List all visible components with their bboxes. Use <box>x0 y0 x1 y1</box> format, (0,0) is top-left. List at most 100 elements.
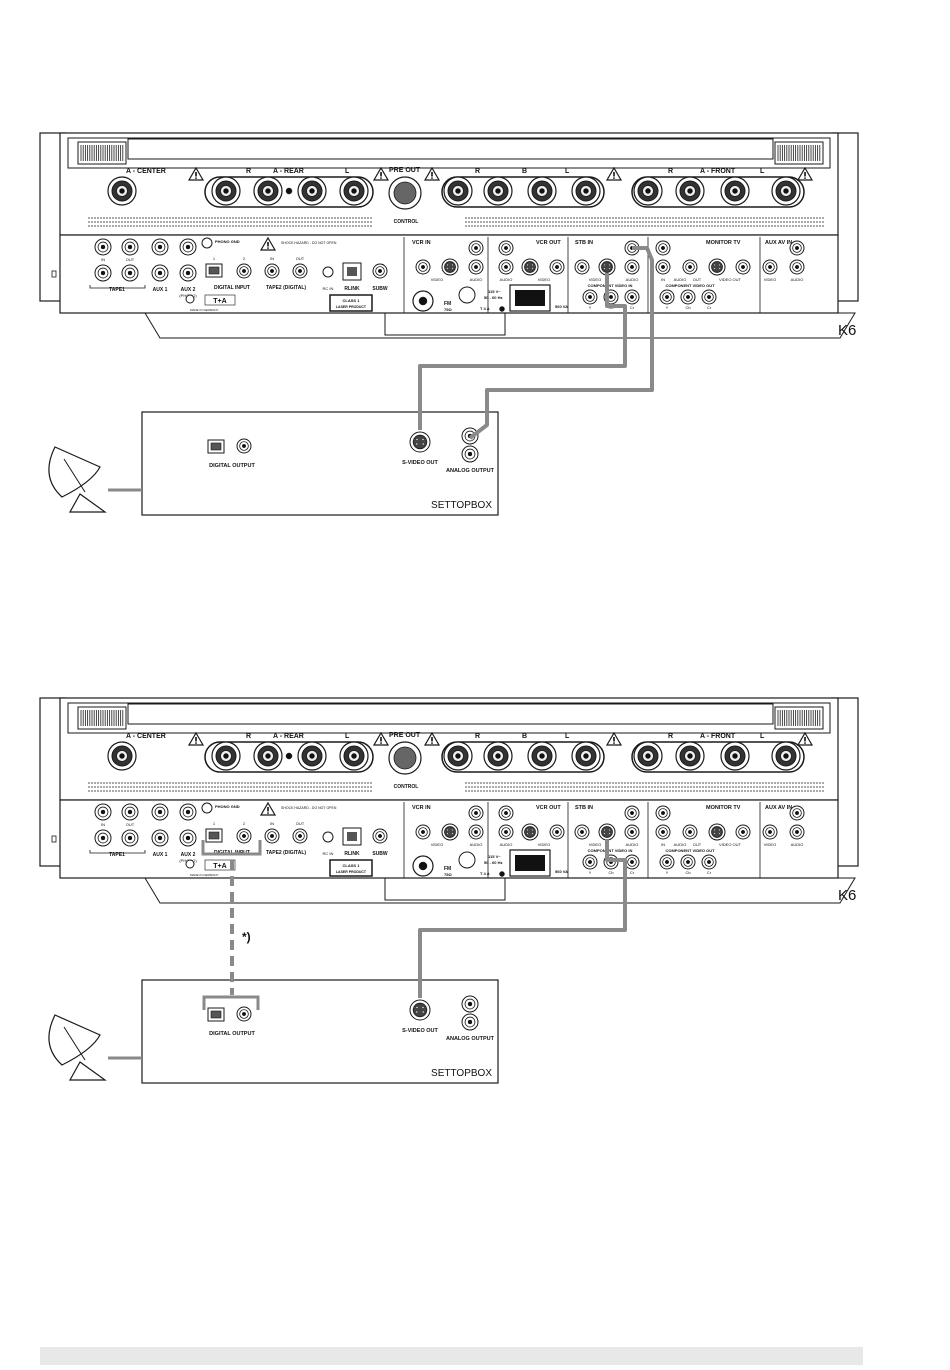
label-ohm: 75Ω <box>444 307 452 312</box>
rca-pin <box>242 834 246 838</box>
speaker-terminal-hole <box>223 753 229 759</box>
indicator-dot <box>499 871 505 877</box>
svideo-socket <box>711 261 723 273</box>
label-cin-y: Y <box>589 305 592 310</box>
label-b: B <box>522 168 527 175</box>
svideo-socket <box>601 261 613 273</box>
rca-pin <box>474 265 478 269</box>
amp-top-slot <box>127 138 774 160</box>
warning-dot <box>267 812 269 814</box>
svideo-socket <box>412 1002 428 1018</box>
label-monitor-tv: MONITOR TV <box>706 240 741 246</box>
label-front: A - FRONT <box>700 733 736 740</box>
label-digital-2: 2 <box>243 256 246 261</box>
laser-label-box <box>329 294 373 312</box>
warning-dot <box>613 177 615 179</box>
warning-mark <box>380 172 382 177</box>
label-mains-freq: 50 - 60 Hz <box>484 860 502 865</box>
fuse-holder-icon <box>458 851 476 869</box>
rca-pin <box>100 809 106 815</box>
svideo-pin <box>446 264 449 266</box>
label-tape1-out: OUT <box>126 822 135 827</box>
rca-pin <box>157 835 163 841</box>
label-front-l: L <box>760 168 765 175</box>
svideo-pin <box>421 1006 425 1009</box>
svideo-pin <box>713 267 716 270</box>
rca-pin <box>688 830 692 834</box>
indicator-dot <box>499 306 505 312</box>
rlink-socket <box>347 267 357 276</box>
label-power: 560 VA <box>555 869 568 874</box>
phono-gnd-screw-icon <box>201 237 213 249</box>
rca-pin <box>665 860 669 864</box>
svideo-pin <box>415 1006 419 1009</box>
stb-label-analog-output: ANALOG OUTPUT <box>446 468 495 474</box>
stb-label-svideo-out: S-VIDEO OUT <box>402 460 438 466</box>
rca-pin <box>100 835 106 841</box>
speaker-terminal-hole <box>687 188 693 194</box>
speaker-terminal-hole <box>309 753 315 759</box>
dish-base <box>68 493 107 513</box>
label-vcr-out-audio: AUDIO <box>500 842 513 847</box>
label-fm: FM <box>444 301 451 307</box>
label-fuse: T 4 A <box>480 306 490 311</box>
label-fuse: T 4 A <box>480 871 490 876</box>
amp-foot-center <box>384 312 506 336</box>
label-auxav-audio: AUDIO <box>791 277 804 282</box>
rca-pin <box>768 830 772 834</box>
rca-pin <box>474 830 478 834</box>
rca-pin <box>630 265 634 269</box>
amp-latch-left <box>51 270 57 278</box>
optical-port <box>208 266 220 275</box>
svideo-pin <box>415 442 418 446</box>
warning-mark <box>613 737 615 742</box>
label-mains-voltage: 115 V~ <box>488 289 501 294</box>
label-cin-cb: Cb <box>608 870 614 875</box>
label-rlink: RLINK <box>344 286 360 292</box>
rca-pin <box>795 830 799 834</box>
svideo-pin <box>718 829 721 831</box>
speaker-terminal-hole <box>539 188 545 194</box>
label-cin-cr: Cr <box>630 305 635 310</box>
label-rlink: RLINK <box>344 851 360 857</box>
label-vcr-in-video: VIDEO <box>431 277 443 282</box>
label-tape2-in: IN <box>270 256 274 261</box>
label-component-in: COMPONENT VIDEO IN <box>588 283 633 288</box>
approval-seal <box>185 859 195 869</box>
approval-seal <box>185 294 195 304</box>
rca-pin <box>100 270 106 276</box>
svideo-pin <box>531 829 534 831</box>
label-component-in: COMPONENT VIDEO IN <box>588 848 633 853</box>
speaker-terminal-hole <box>645 188 651 194</box>
rca-pin <box>242 1012 246 1016</box>
svideo-pin <box>451 829 454 831</box>
model-label: K6 <box>838 887 856 904</box>
label-mon-in: IN <box>661 842 665 847</box>
rca-pin <box>588 295 592 299</box>
warning-mark <box>804 737 806 742</box>
svideo-pin <box>718 267 721 270</box>
label-mon-video-out: VIDEO OUT <box>719 277 742 282</box>
label-cout-y: Y <box>666 305 669 310</box>
speaker-terminal-hole <box>732 753 738 759</box>
speaker-terminal-hole <box>265 753 271 759</box>
label-center: A - CENTER <box>126 168 166 175</box>
label-tape1-out: OUT <box>126 257 135 262</box>
label-digital-1: 1 <box>213 256 216 261</box>
speaker-terminal-hole <box>119 753 125 759</box>
label-rear-r: R <box>246 733 251 740</box>
label-b: B <box>522 733 527 740</box>
rca-pin <box>661 246 665 250</box>
label-tape1: TAPE1 <box>109 287 125 293</box>
amp-top-slot <box>127 703 774 725</box>
rca-pin <box>157 244 163 250</box>
rca-pin <box>686 295 690 299</box>
speaker-terminal-hole <box>351 753 357 759</box>
dish-feed-arm <box>63 1026 86 1061</box>
svideo-pin <box>713 832 716 835</box>
speaker-terminal-hole <box>455 188 461 194</box>
label-made-in: MADE IN GERMANY <box>190 873 219 877</box>
speaker-terminal-hole <box>645 753 651 759</box>
speaker-terminal-hole <box>495 188 501 194</box>
settopbox-label: SETTOPBOX <box>431 500 492 511</box>
